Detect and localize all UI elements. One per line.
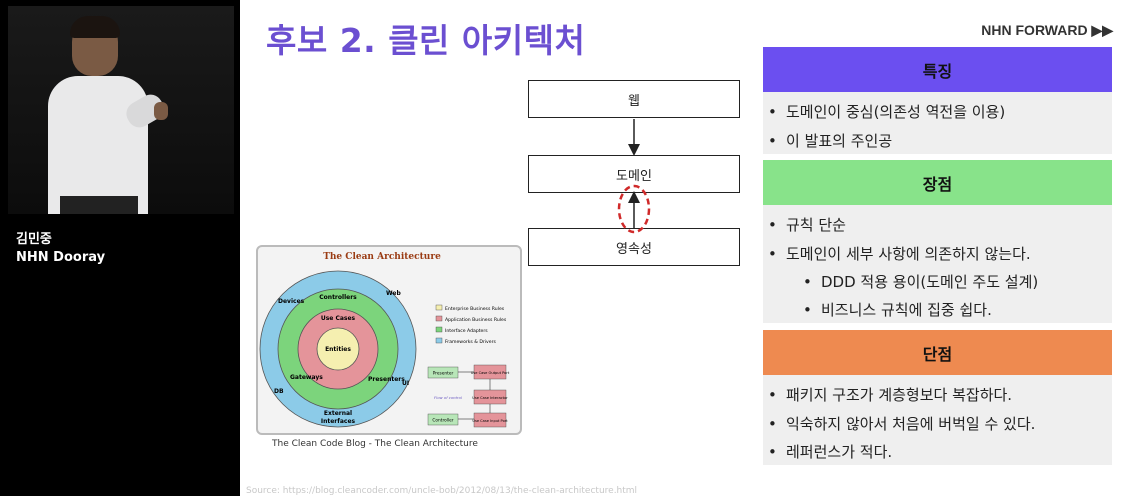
clean-architecture-image: The Clean Architecture Entities Use Case…: [256, 245, 522, 435]
speaker-caption: 김민중 NHN Dooray: [16, 231, 105, 267]
svg-text:Use Cases: Use Cases: [321, 315, 356, 322]
svg-text:Enterprise Business Rules: Enterprise Business Rules: [445, 306, 505, 312]
pros-item: •도메인이 세부 사항에 의존하지 않는다.: [768, 243, 1031, 264]
speaker-video: [8, 6, 234, 214]
svg-text:Web: Web: [386, 290, 401, 297]
svg-text:Interfaces: Interfaces: [321, 418, 356, 425]
svg-text:Controller: Controller: [432, 418, 453, 424]
svg-text:Controllers: Controllers: [319, 294, 357, 301]
speaker-hand: [154, 102, 168, 120]
speaker-body: [48, 76, 148, 214]
speaker-org: NHN Dooray: [16, 249, 105, 267]
pros-item: •규칙 단순: [768, 214, 846, 235]
features-item: •도메인이 중심(의존성 역전을 이용): [768, 101, 1005, 122]
features-body: •도메인이 중심(의존성 역전을 이용) •이 발표의 주인공: [763, 92, 1112, 154]
speaker-legs: [60, 196, 138, 214]
persistence-layer-box: 영속성: [528, 228, 740, 266]
svg-text:Use Case Output Port: Use Case Output Port: [471, 371, 510, 375]
features-header: 특징: [763, 47, 1112, 92]
svg-text:UI: UI: [402, 380, 409, 387]
svg-text:Entities: Entities: [325, 346, 351, 353]
cons-item: •익숙하지 않아서 처음에 버벅일 수 있다.: [768, 413, 1035, 434]
svg-text:Application Business Rules: Application Business Rules: [445, 317, 507, 323]
ca-title: The Clean Architecture: [323, 252, 441, 262]
svg-text:Frameworks & Drivers: Frameworks & Drivers: [445, 339, 496, 345]
slide: 후보 2. 클린 아키텍처 NHN FORWARD ▶▶ 웹 도메인 영속성 T…: [240, 0, 1125, 496]
svg-text:Use Case Interactor: Use Case Interactor: [472, 396, 508, 400]
svg-text:Presenters: Presenters: [368, 376, 405, 383]
domain-layer-box: 도메인: [528, 155, 740, 193]
source-link: Source: https://blog.cleancoder.com/uncl…: [246, 486, 637, 496]
speaker-panel: 김민중 NHN Dooray: [0, 0, 240, 496]
slide-title: 후보 2. 클린 아키텍처: [266, 14, 585, 62]
svg-text:Presenter: Presenter: [433, 371, 454, 377]
cons-item: •레퍼런스가 적다.: [768, 441, 892, 462]
pros-sub-item: •DDD 적용 용이(도메인 주도 설계): [803, 271, 1038, 292]
cons-body: •패키지 구조가 계층형보다 복잡하다. •익숙하지 않아서 처음에 버벅일 수…: [763, 375, 1112, 465]
image-caption: The Clean Code Blog - The Clean Architec…: [272, 439, 478, 449]
speaker-hair: [70, 16, 120, 38]
svg-text:External: External: [324, 410, 352, 417]
pros-sub-item: •비즈니스 규칙에 집중 쉽다.: [803, 299, 992, 320]
pros-body: •규칙 단순 •도메인이 세부 사항에 의존하지 않는다. •DDD 적용 용이…: [763, 205, 1112, 323]
cons-header: 단점: [763, 330, 1112, 375]
speaker-name: 김민중: [16, 231, 105, 249]
svg-text:Use Case Input Port: Use Case Input Port: [472, 419, 508, 423]
features-item: •이 발표의 주인공: [768, 130, 892, 151]
brand-logo: NHN FORWARD ▶▶: [981, 22, 1113, 39]
web-layer-box: 웹: [528, 80, 740, 118]
pros-header: 장점: [763, 160, 1112, 205]
svg-text:Flow of control: Flow of control: [434, 395, 463, 400]
svg-text:Gateways: Gateways: [290, 374, 323, 381]
svg-text:DB: DB: [274, 388, 284, 395]
svg-text:Devices: Devices: [278, 298, 305, 305]
cons-item: •패키지 구조가 계층형보다 복잡하다.: [768, 384, 1012, 405]
svg-text:Interface Adapters: Interface Adapters: [445, 328, 488, 334]
